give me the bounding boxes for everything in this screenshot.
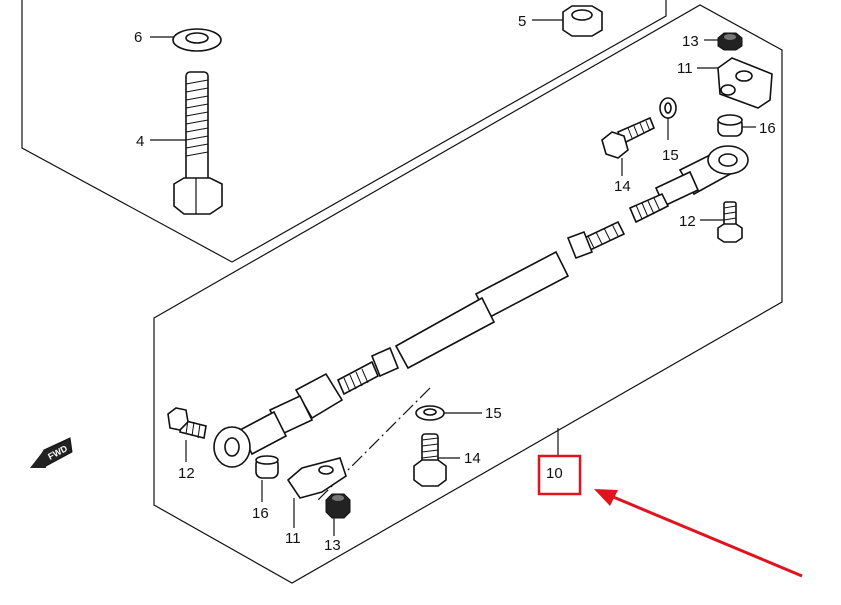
bolt-14-top-icon (601, 116, 656, 159)
bracket-11-top-icon (717, 57, 773, 109)
callout-11-bottom: 11 (285, 530, 301, 547)
callout-13-bottom: 13 (324, 537, 341, 554)
tie-rod-10-icon (213, 220, 626, 468)
callout-12-top: 12 (679, 213, 696, 230)
bolt-14-bottom-icon (413, 433, 447, 487)
lower-panel-outline (153, 4, 783, 584)
highlight-box (537, 454, 582, 496)
callout-11-top: 11 (677, 60, 693, 77)
callout-15-top: 15 (662, 147, 679, 164)
nut-13-top-icon (717, 32, 743, 51)
bolt-12-right-icon (717, 201, 743, 243)
bracket-11-bottom-icon (286, 457, 347, 499)
nut-13-bottom-icon (325, 493, 351, 519)
callout-4: 4 (136, 133, 144, 150)
spacer-16-bottom-icon (255, 455, 279, 479)
washer-6-icon (172, 28, 222, 52)
washer-15-top-icon (659, 97, 677, 119)
red-pointer-arrow (594, 489, 803, 578)
callout-10: 10 (546, 465, 563, 482)
callout-14-bottom: 14 (464, 450, 481, 467)
bolt-4-icon (173, 71, 223, 215)
callout-15-bottom: 15 (485, 405, 502, 422)
bolt-12-left-icon (167, 407, 207, 439)
rod-end-12-top-icon (628, 145, 749, 224)
nut-5-icon (562, 5, 603, 37)
upper-panel-outline (21, 0, 667, 263)
callout-16-bottom: 16 (252, 505, 269, 522)
spacer-16-top-icon (717, 114, 743, 137)
washer-15-bottom-icon (415, 405, 445, 421)
callout-13-top: 13 (682, 33, 699, 50)
callout-16-top: 16 (759, 120, 776, 137)
callout-14-top: 14 (614, 178, 631, 195)
callout-12-bottom: 12 (178, 465, 195, 482)
callout-6: 6 (134, 29, 142, 46)
forward-direction-icon: FWD (30, 437, 73, 468)
callout-5: 5 (518, 13, 526, 30)
